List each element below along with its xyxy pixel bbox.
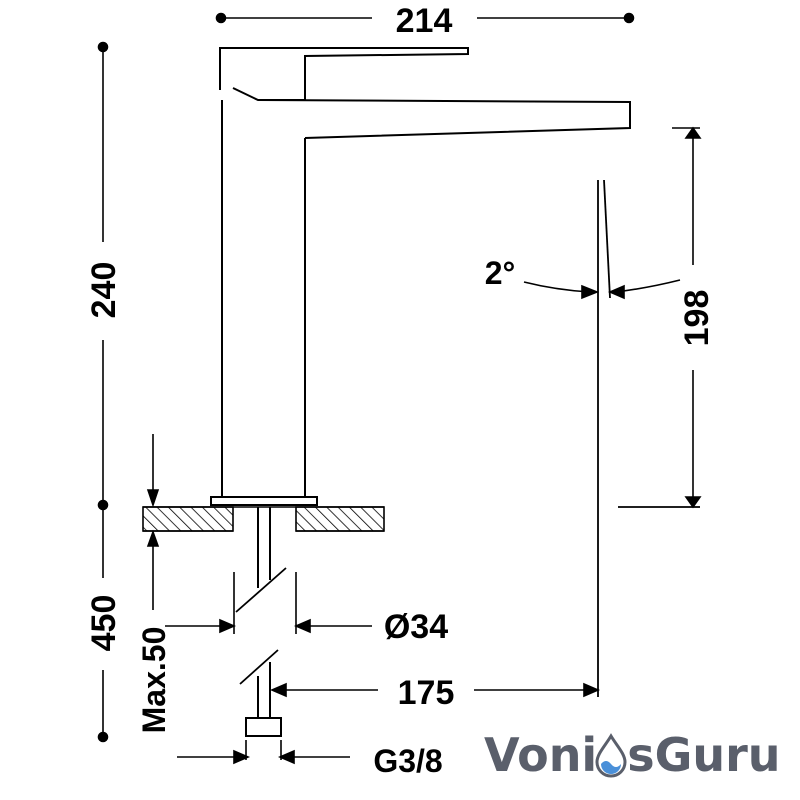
dimension-hose-length: 450 xyxy=(85,595,123,652)
countertop xyxy=(142,506,385,532)
logo-text-part3: Guru xyxy=(655,728,781,782)
faucet-handle xyxy=(219,47,469,101)
water-drop-icon xyxy=(595,733,627,778)
faucet-outline xyxy=(210,47,631,506)
dimension-total-height: 240 xyxy=(85,262,123,319)
hose-connector xyxy=(245,717,282,737)
dimension-spout-reach: 175 xyxy=(398,674,455,712)
dimension-hole-diameter: Ø34 xyxy=(384,608,448,646)
dimension-spout-height: 198 xyxy=(678,290,716,347)
dimension-total-width: 214 xyxy=(396,2,453,40)
logo-text-part1: Voni xyxy=(484,728,597,782)
shank-and-hose xyxy=(233,507,297,737)
dimension-max-thickness: Max.50 xyxy=(136,627,172,734)
dimension-thread: G3/8 xyxy=(373,743,442,779)
spout-reference-lines xyxy=(597,179,700,697)
faucet-base xyxy=(210,496,318,506)
dimension-lines xyxy=(97,12,702,765)
faucet-spout xyxy=(257,99,631,139)
logo-text-part2: s xyxy=(627,728,654,782)
dimension-spout-angle: 2° xyxy=(485,255,516,291)
